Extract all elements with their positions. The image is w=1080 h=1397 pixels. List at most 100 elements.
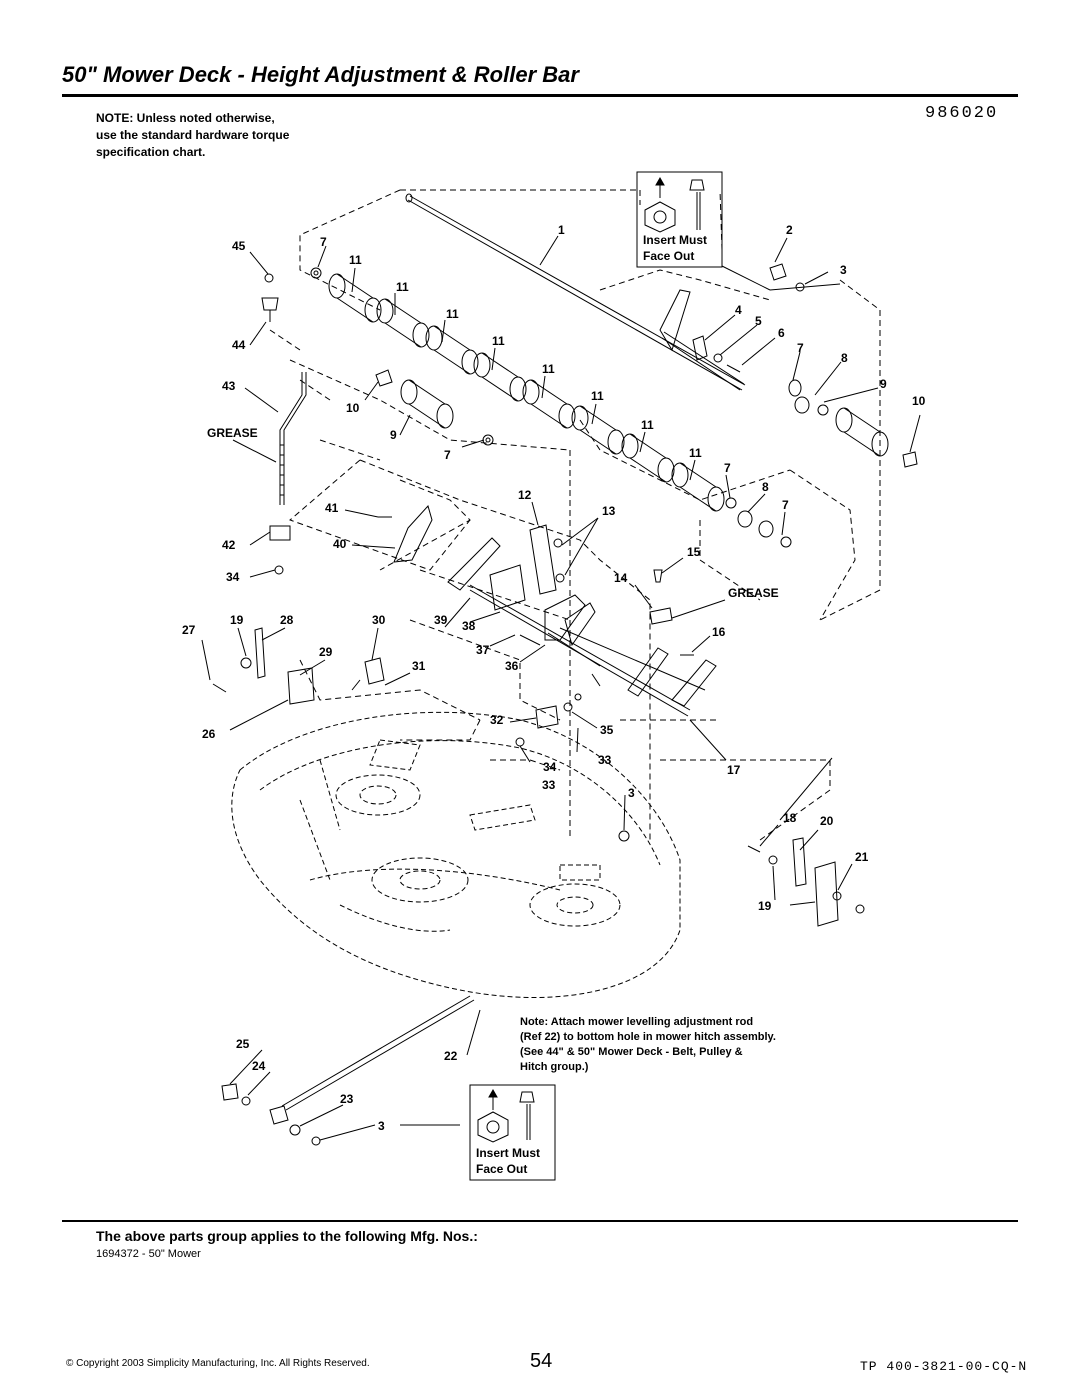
dashed-guide-lines bbox=[269, 189, 881, 841]
callout: 7 bbox=[797, 341, 804, 355]
callout: 7 bbox=[724, 461, 731, 475]
callout: 17 bbox=[727, 763, 741, 777]
callout: 5 bbox=[755, 314, 762, 328]
callout: 29 bbox=[319, 645, 333, 659]
mfg-number: 1694372 - 50" Mower bbox=[96, 1248, 201, 1260]
hardware-parts bbox=[212, 263, 918, 927]
callout: 26 bbox=[202, 727, 216, 741]
callout: 38 bbox=[462, 619, 476, 633]
grease-label: GREASE bbox=[728, 586, 779, 600]
callout: 35 bbox=[600, 723, 614, 737]
callout: 13 bbox=[602, 504, 616, 518]
roller-bar bbox=[405, 193, 746, 391]
callout: 33 bbox=[542, 778, 556, 792]
callout: 14 bbox=[614, 571, 628, 585]
insert-box-top bbox=[636, 171, 723, 268]
note-line: (See 44" & 50" Mower Deck - Belt, Pulley… bbox=[520, 1046, 743, 1058]
callout: 11 bbox=[446, 307, 459, 321]
note-line: use the standard hardware torque bbox=[96, 128, 290, 142]
callout: 8 bbox=[762, 480, 769, 494]
callout: 33 bbox=[598, 753, 612, 767]
torque-note: NOTE: Unless noted otherwise, use the st… bbox=[96, 110, 356, 161]
note-line: (Ref 22) to bottom hole in mower hitch a… bbox=[520, 1031, 776, 1043]
callout: 19 bbox=[758, 899, 772, 913]
rollers bbox=[328, 273, 889, 512]
callout: 8 bbox=[841, 351, 848, 365]
levelling-rod bbox=[221, 995, 475, 1146]
callout: 34 bbox=[226, 570, 240, 584]
callout: 6 bbox=[778, 326, 785, 340]
callout: 15 bbox=[687, 545, 701, 559]
callout: 34 bbox=[543, 760, 557, 774]
callout: 19 bbox=[230, 613, 244, 627]
callout: 7 bbox=[320, 235, 327, 249]
insert-box-text-2: Face Out bbox=[476, 1162, 527, 1176]
insert-box-text-2: Face Out bbox=[643, 249, 694, 263]
callout: 22 bbox=[444, 1049, 458, 1063]
page-title: 50" Mower Deck - Height Adjustment & Rol… bbox=[62, 62, 579, 87]
callout: 11 bbox=[396, 280, 409, 294]
exploded-parts-diagram: Insert Must Face Out Insert Must Face Ou… bbox=[182, 171, 926, 1181]
callout: 10 bbox=[346, 401, 360, 415]
callout: 1 bbox=[558, 223, 565, 237]
callout: 11 bbox=[641, 418, 654, 432]
callout: 43 bbox=[222, 379, 236, 393]
callout: 11 bbox=[689, 446, 702, 460]
callout: 11 bbox=[542, 362, 555, 376]
callout: 9 bbox=[390, 428, 397, 442]
applies-heading: The above parts group applies to the fol… bbox=[96, 1228, 478, 1244]
callout: 40 bbox=[333, 537, 347, 551]
callout: 30 bbox=[372, 613, 386, 627]
callout: 7 bbox=[444, 448, 451, 462]
callout: 20 bbox=[820, 814, 834, 828]
callout: 25 bbox=[236, 1037, 250, 1051]
callout: 4 bbox=[735, 303, 742, 317]
height-adjust-assembly bbox=[393, 289, 745, 717]
callout-numbers: 1 2 3 4 5 6 7 8 9 10 45 7 11 11 11 11 11… bbox=[182, 223, 926, 1133]
note-line: NOTE: Unless noted otherwise, bbox=[96, 111, 275, 125]
footer-rule bbox=[62, 1220, 1018, 1222]
callout: 11 bbox=[591, 389, 604, 403]
levelling-rod-note: Note: Attach mower levelling adjustment … bbox=[520, 1015, 820, 1075]
callout: 41 bbox=[325, 501, 339, 515]
callout: 21 bbox=[855, 850, 869, 864]
callout: 44 bbox=[232, 338, 246, 352]
callout: 10 bbox=[912, 394, 926, 408]
callout: 45 bbox=[232, 239, 246, 253]
callout: 12 bbox=[518, 488, 532, 502]
callout: 28 bbox=[280, 613, 294, 627]
callout: 18 bbox=[783, 811, 797, 825]
lift-handle bbox=[279, 372, 307, 505]
callout: 39 bbox=[434, 613, 448, 627]
note-line: Note: Attach mower levelling adjustment … bbox=[520, 1016, 754, 1028]
callout: 7 bbox=[782, 498, 789, 512]
callout: 9 bbox=[880, 377, 887, 391]
callout: 16 bbox=[712, 625, 726, 639]
part-number: 986020 bbox=[925, 104, 999, 123]
callout: 3 bbox=[378, 1119, 385, 1133]
callout: 37 bbox=[476, 643, 490, 657]
leader-lines bbox=[201, 235, 921, 1141]
note-line: specification chart. bbox=[96, 145, 206, 159]
callout: 11 bbox=[492, 334, 505, 348]
grease-label: GREASE bbox=[207, 426, 258, 440]
callout: 23 bbox=[340, 1092, 354, 1106]
insert-box-bottom bbox=[469, 1084, 556, 1181]
callout: 42 bbox=[222, 538, 236, 552]
callout: 3 bbox=[840, 263, 847, 277]
title-rule bbox=[62, 94, 1018, 97]
insert-box-text-1: Insert Must bbox=[643, 233, 707, 247]
note-line: Hitch group.) bbox=[520, 1061, 589, 1073]
callout: 11 bbox=[349, 253, 362, 267]
callout: 31 bbox=[412, 659, 426, 673]
callout: 32 bbox=[490, 713, 504, 727]
callout: 27 bbox=[182, 623, 196, 637]
callout: 2 bbox=[786, 223, 793, 237]
document-code: TP 400-3821-00-CQ-N bbox=[860, 1359, 1028, 1374]
callout: 3 bbox=[628, 786, 635, 800]
mower-deck-outline bbox=[231, 711, 681, 998]
page-number: 54 bbox=[530, 1350, 553, 1372]
callout: 24 bbox=[252, 1059, 266, 1073]
insert-box-text-1: Insert Must bbox=[476, 1146, 540, 1160]
copyright-text: © Copyright 2003 Simplicity Manufacturin… bbox=[66, 1358, 370, 1369]
